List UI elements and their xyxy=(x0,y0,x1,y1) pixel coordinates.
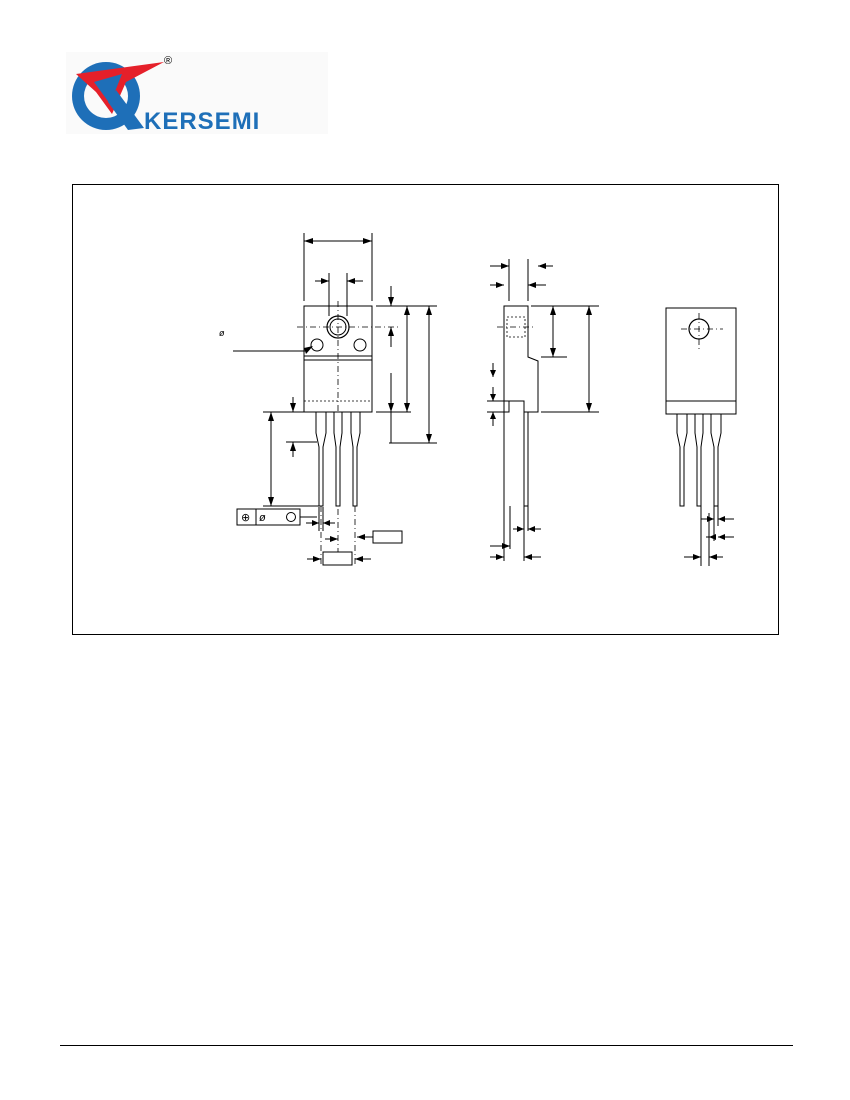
footer-rule xyxy=(60,1045,793,1046)
position-symbol: ⊕ xyxy=(241,511,250,524)
hole-diameter-symbol: ø xyxy=(219,328,225,338)
package-drawing-frame: ø ⊕ ø xyxy=(72,184,779,635)
tolerance-diameter-symbol: ø xyxy=(259,512,266,524)
kersemi-logo: KERSEMI ® xyxy=(66,52,328,134)
front-view: ø ⊕ ø xyxy=(219,233,437,566)
side-view xyxy=(487,259,599,561)
registered-mark: ® xyxy=(164,55,172,67)
package-outline-drawing: ø ⊕ ø xyxy=(219,233,737,566)
back-view xyxy=(665,307,737,566)
logo-wing-icon xyxy=(76,62,164,114)
brand-name: KERSEMI xyxy=(144,108,260,134)
position-tolerance-frame: ⊕ ø xyxy=(236,508,317,526)
